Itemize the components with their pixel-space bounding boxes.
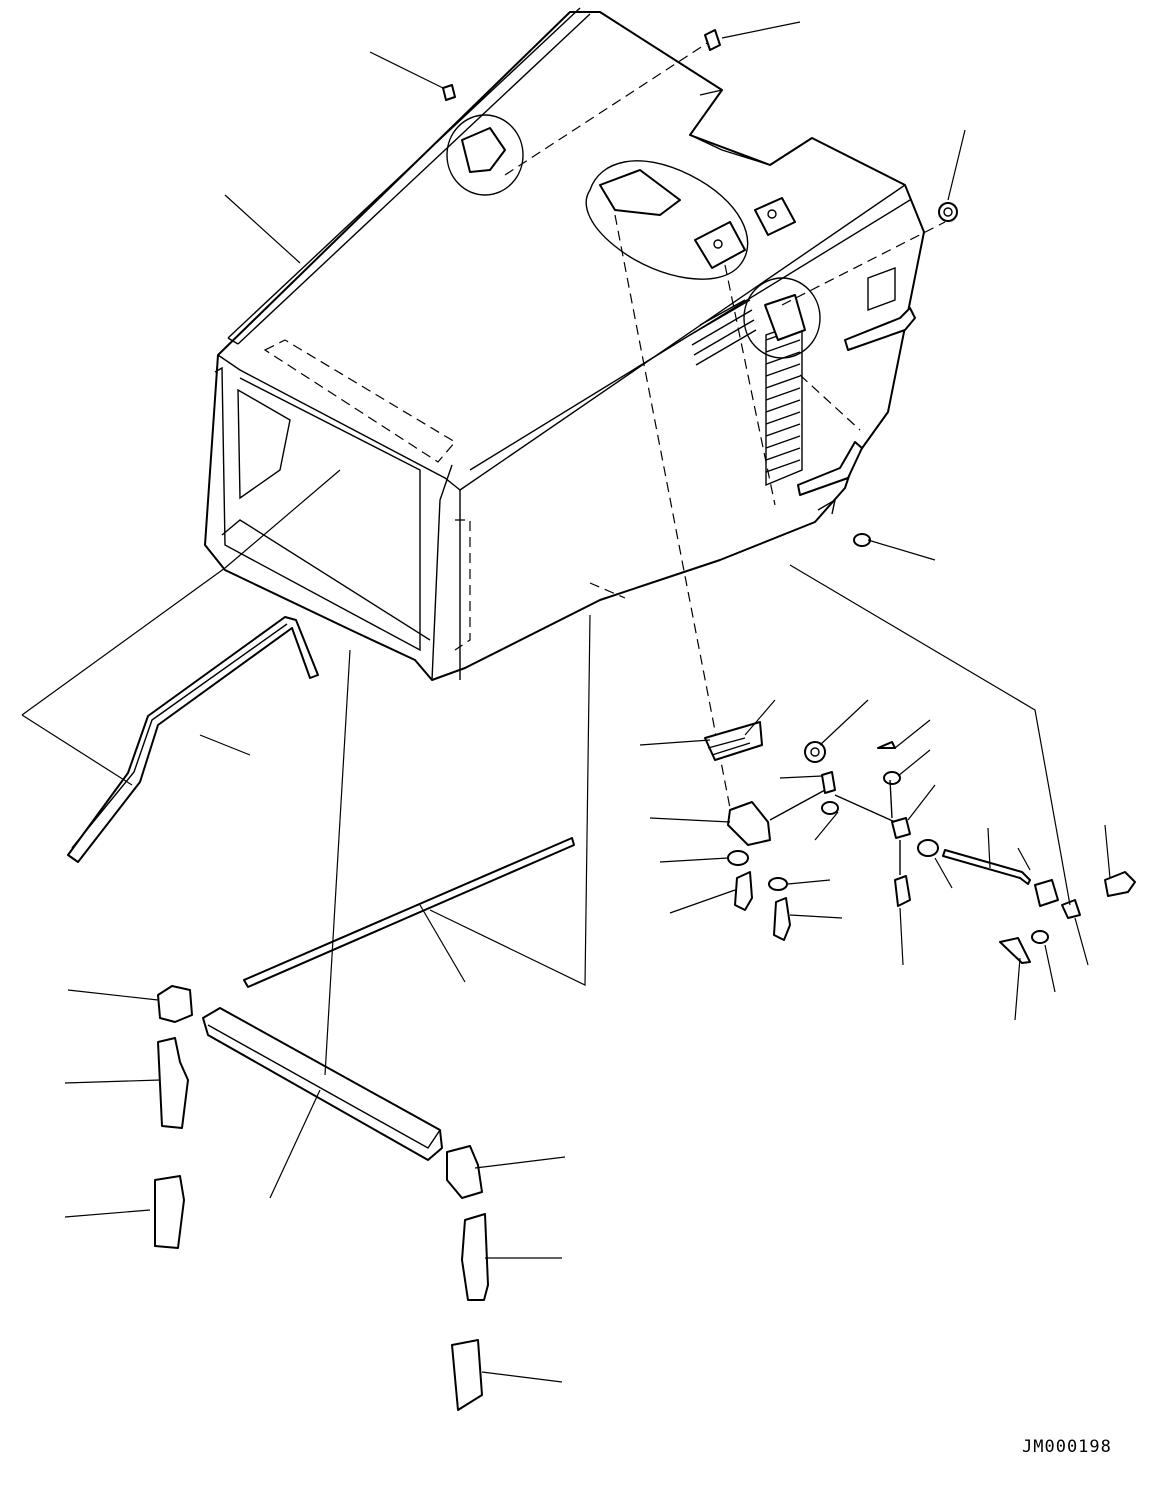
pin-collar bbox=[891, 817, 911, 839]
clip-top bbox=[442, 84, 456, 101]
lock-nut bbox=[804, 741, 826, 763]
washer-5 bbox=[1031, 930, 1049, 944]
grab-handles bbox=[797, 307, 916, 515]
bolt-2 bbox=[773, 897, 791, 941]
hood-assembly bbox=[204, 7, 925, 681]
end-pin bbox=[1104, 871, 1136, 897]
detail-callouts bbox=[446, 114, 821, 359]
detail-callout-side bbox=[743, 277, 821, 359]
bent-seal-strip bbox=[67, 616, 319, 863]
cable bbox=[942, 849, 1031, 885]
cotter-pin-1 bbox=[877, 741, 896, 749]
clip-top-right bbox=[704, 29, 721, 51]
block-e bbox=[461, 1213, 489, 1301]
block-c bbox=[154, 1175, 185, 1249]
block-f bbox=[451, 1339, 483, 1411]
clevis-pin bbox=[894, 875, 911, 907]
grommet-right bbox=[938, 202, 958, 222]
latch-rod bbox=[821, 771, 836, 794]
seal-strips bbox=[67, 616, 575, 988]
block-b bbox=[157, 1037, 189, 1129]
straight-seal-strip bbox=[243, 837, 575, 988]
dashed-connectors bbox=[504, 37, 946, 809]
washer-3 bbox=[821, 801, 839, 815]
detail-callout-top-left bbox=[446, 114, 524, 196]
washer-4 bbox=[883, 771, 901, 785]
latch-bracket bbox=[727, 801, 771, 846]
spacer bbox=[1034, 879, 1059, 907]
grommet-bottom bbox=[853, 533, 871, 547]
mount-blocks bbox=[154, 985, 489, 1411]
drawing-code-label: JM000198 bbox=[1022, 1437, 1112, 1457]
block-d bbox=[446, 1145, 483, 1199]
long-crossbar bbox=[202, 1007, 443, 1161]
washer-2 bbox=[768, 877, 788, 891]
small-pin bbox=[1061, 899, 1081, 919]
cotter-pin-2 bbox=[999, 937, 1031, 964]
bushing bbox=[917, 839, 939, 857]
latch-hardware bbox=[704, 721, 1136, 964]
washer-1 bbox=[727, 850, 749, 866]
leader-lines bbox=[21, 21, 1111, 1383]
upper-handle bbox=[844, 307, 916, 351]
bolt-1 bbox=[734, 871, 753, 911]
top-pad-left bbox=[694, 221, 746, 269]
lower-handle bbox=[797, 441, 863, 496]
block-a bbox=[157, 985, 193, 1023]
upper-vent-louvers bbox=[689, 299, 757, 366]
side-access-plate bbox=[867, 266, 896, 312]
